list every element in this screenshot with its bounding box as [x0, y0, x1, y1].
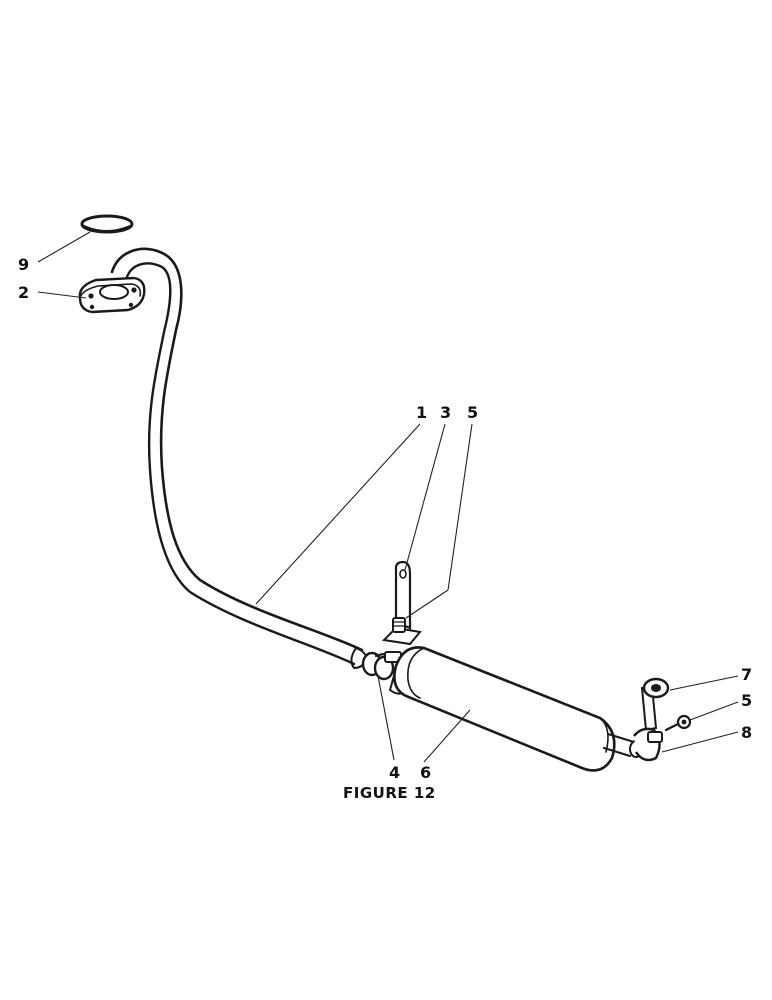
- gasket-part: [80, 214, 134, 234]
- callout-9: 9: [18, 255, 29, 274]
- callout-4: 4: [389, 763, 400, 782]
- silencer-part: [388, 646, 643, 772]
- callout-7: 7: [741, 665, 752, 684]
- callout-2: 2: [18, 283, 29, 302]
- callout-6: 6: [420, 763, 431, 782]
- callout-3: 3: [440, 403, 451, 422]
- exhaust-pipe-part: [110, 247, 367, 669]
- bracket-part: [381, 560, 422, 646]
- callout-5-lower: 5: [741, 691, 752, 710]
- pipe-outer-edge: [110, 247, 364, 652]
- leader-lines: [37, 231, 739, 763]
- figure-caption: FIGURE 12: [343, 784, 436, 802]
- callout-5-upper: 5: [467, 403, 478, 422]
- callout-labels: 9 2 1 3 5 7 5 8 4 6: [18, 255, 752, 782]
- callout-1: 1: [416, 403, 427, 422]
- flange-part: [78, 276, 146, 314]
- rear-mount-parts: [633, 677, 692, 762]
- callout-8: 8: [741, 723, 752, 742]
- pipe-inner-edge: [124, 262, 356, 666]
